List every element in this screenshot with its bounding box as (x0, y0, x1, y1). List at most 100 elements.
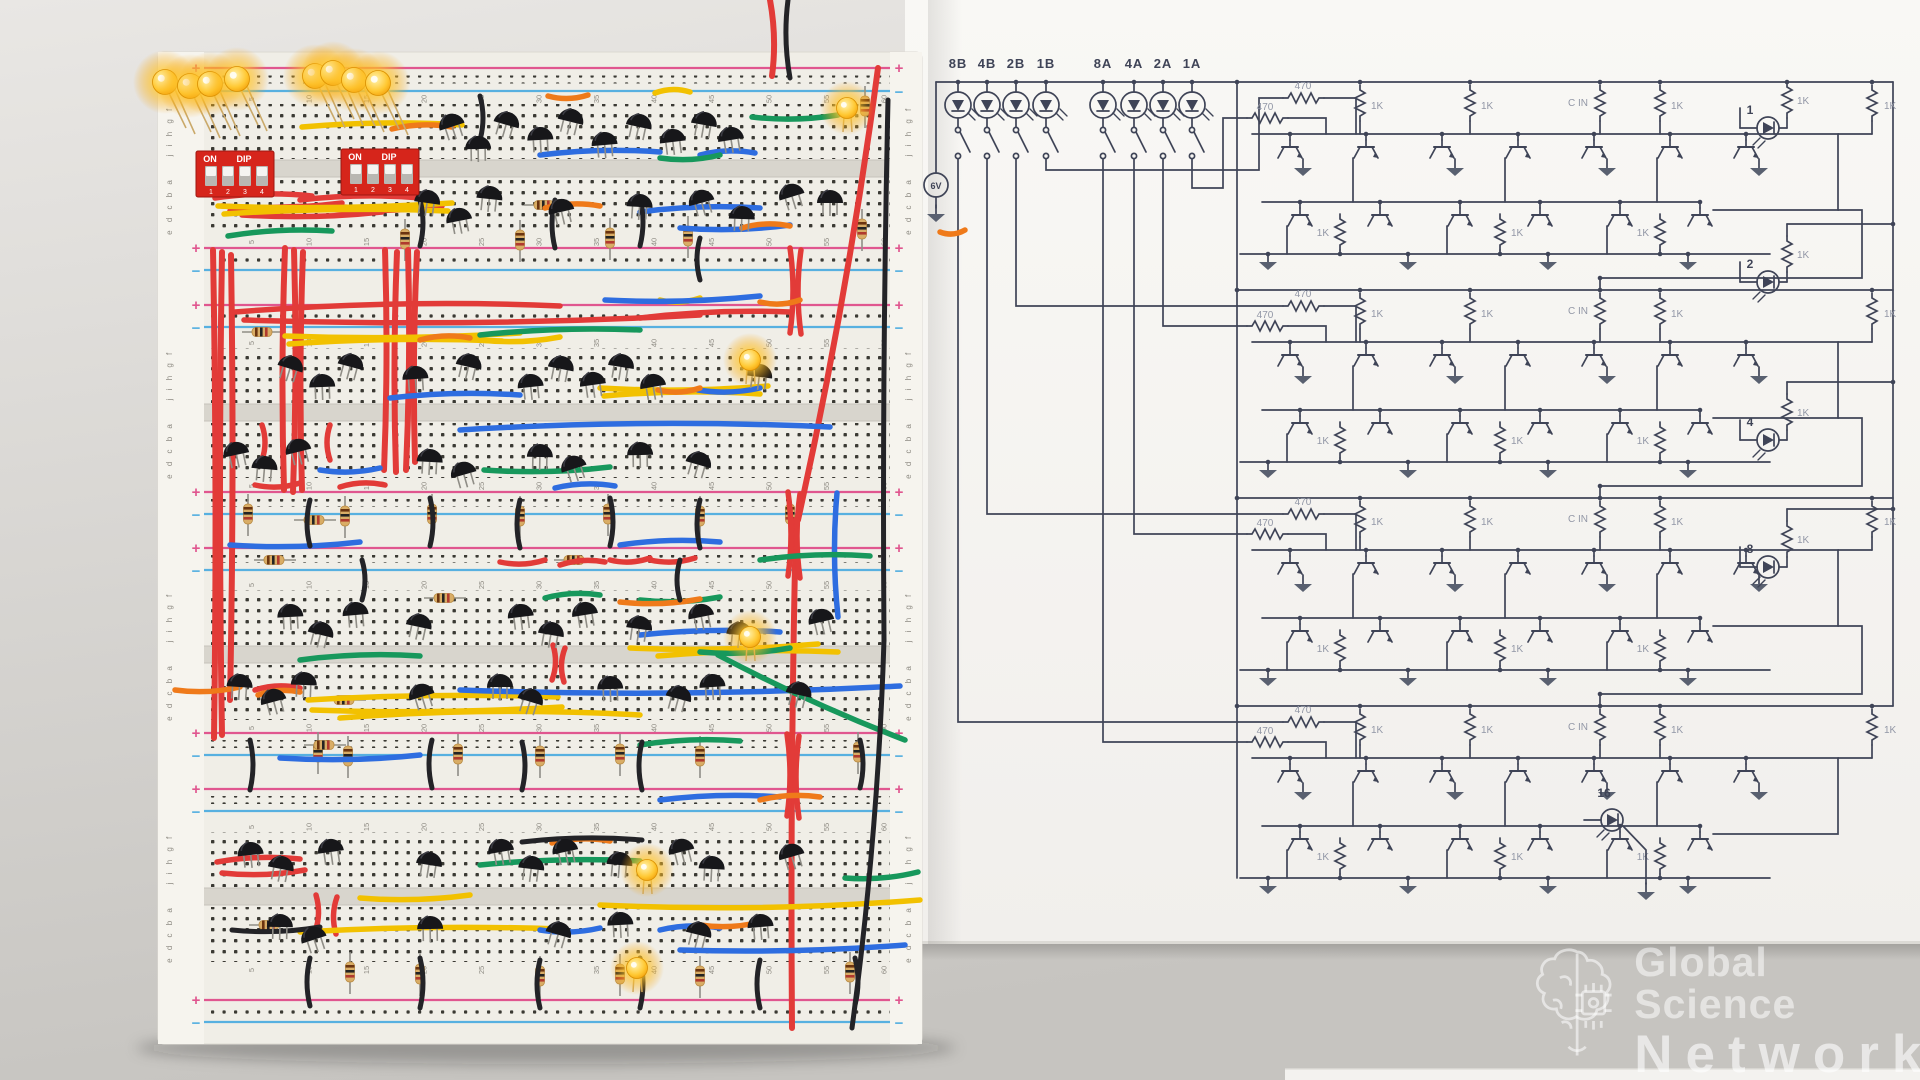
transistor (778, 843, 805, 871)
resistor-icon (1333, 213, 1347, 251)
line (791, 196, 797, 210)
resistor-icon (1493, 629, 1507, 667)
led-lit-input (346, 51, 410, 136)
line (642, 128, 647, 141)
line (269, 469, 273, 482)
line (244, 687, 248, 700)
line (567, 210, 572, 223)
line (700, 466, 706, 479)
jumper-wire-blue (277, 752, 423, 763)
jumper-wire-black (417, 955, 426, 1011)
line (759, 926, 763, 940)
rail-plus-mark: + (895, 992, 904, 1009)
line (508, 126, 514, 139)
line (1599, 354, 1607, 367)
ground-icon (1259, 678, 1277, 686)
line (637, 206, 641, 221)
stage-wire (1287, 117, 1327, 135)
input-route-wire (1045, 97, 1284, 171)
line (584, 614, 588, 628)
input-label: 1A (1183, 56, 1202, 71)
line (536, 386, 540, 399)
ground-icon (1399, 262, 1417, 270)
transistor (260, 688, 287, 716)
transistor (785, 680, 812, 709)
cin-label: C IN (1568, 722, 1588, 733)
resistor (254, 555, 296, 565)
transistor (665, 684, 692, 713)
line (1367, 422, 1375, 435)
junction-dot (1234, 79, 1240, 85)
ground-icon (1446, 792, 1464, 800)
column-number: 5 (247, 484, 256, 488)
line (1751, 146, 1759, 159)
line (1527, 422, 1535, 435)
resistor-icon (1653, 629, 1667, 667)
line (1752, 576, 1761, 585)
resistor-icon (1282, 507, 1325, 521)
line (535, 869, 539, 882)
junction-dot (1467, 703, 1473, 709)
line (617, 864, 621, 878)
row-letters: e d c b a (165, 421, 174, 479)
line (347, 615, 351, 628)
transistor (488, 838, 515, 866)
led-lit (723, 610, 777, 664)
line (1625, 214, 1633, 227)
rail-plus-mark: + (192, 240, 201, 257)
line (304, 449, 310, 462)
transistor-icon (1367, 623, 1393, 643)
column-number: 40 (650, 823, 659, 831)
line (1447, 562, 1455, 575)
ground-icon (1294, 168, 1312, 176)
line (284, 870, 289, 883)
rail-minus-mark: − (895, 804, 904, 821)
column-number: 15 (362, 724, 371, 732)
transistor-icon (1733, 139, 1759, 159)
column-number: 40 (650, 95, 659, 103)
line (1607, 214, 1615, 227)
line (700, 124, 705, 138)
jumper-wire-orange (757, 297, 803, 307)
transistor (607, 911, 634, 939)
output-number: 8 (1747, 542, 1754, 556)
line (451, 126, 457, 140)
jumper-wire-green (657, 152, 723, 163)
junction-dot (1597, 495, 1603, 501)
resistor (535, 736, 545, 778)
line (1367, 630, 1375, 643)
resistor-icon (1282, 715, 1325, 729)
line (1527, 214, 1535, 227)
line (788, 693, 793, 706)
line (316, 634, 322, 648)
line (687, 462, 693, 475)
resistor (345, 952, 355, 994)
transistor-icon (1581, 139, 1607, 159)
row-letters: j i h g f (165, 592, 174, 644)
transistor (416, 851, 442, 878)
jumper-wire-green (757, 551, 873, 563)
line (571, 850, 576, 863)
transistor (226, 673, 253, 701)
line (1447, 630, 1455, 643)
line (573, 468, 579, 482)
line (674, 698, 679, 712)
transistor (476, 185, 503, 212)
line (636, 628, 640, 642)
column-number: 45 (707, 581, 716, 589)
transistor (301, 926, 327, 954)
column-number: 55 (822, 339, 831, 347)
line (1599, 562, 1607, 575)
input-label: 2B (1007, 56, 1026, 71)
jumper-wire-black (607, 495, 616, 549)
transistor-icon (1527, 831, 1553, 851)
jumper-wire-red (787, 245, 796, 336)
switch-lever (1047, 131, 1059, 153)
line (1599, 770, 1607, 783)
transistor-icon (1581, 347, 1607, 367)
switch-terminal (1099, 126, 1107, 134)
rail-minus-mark: − (895, 507, 904, 524)
line (687, 932, 693, 945)
